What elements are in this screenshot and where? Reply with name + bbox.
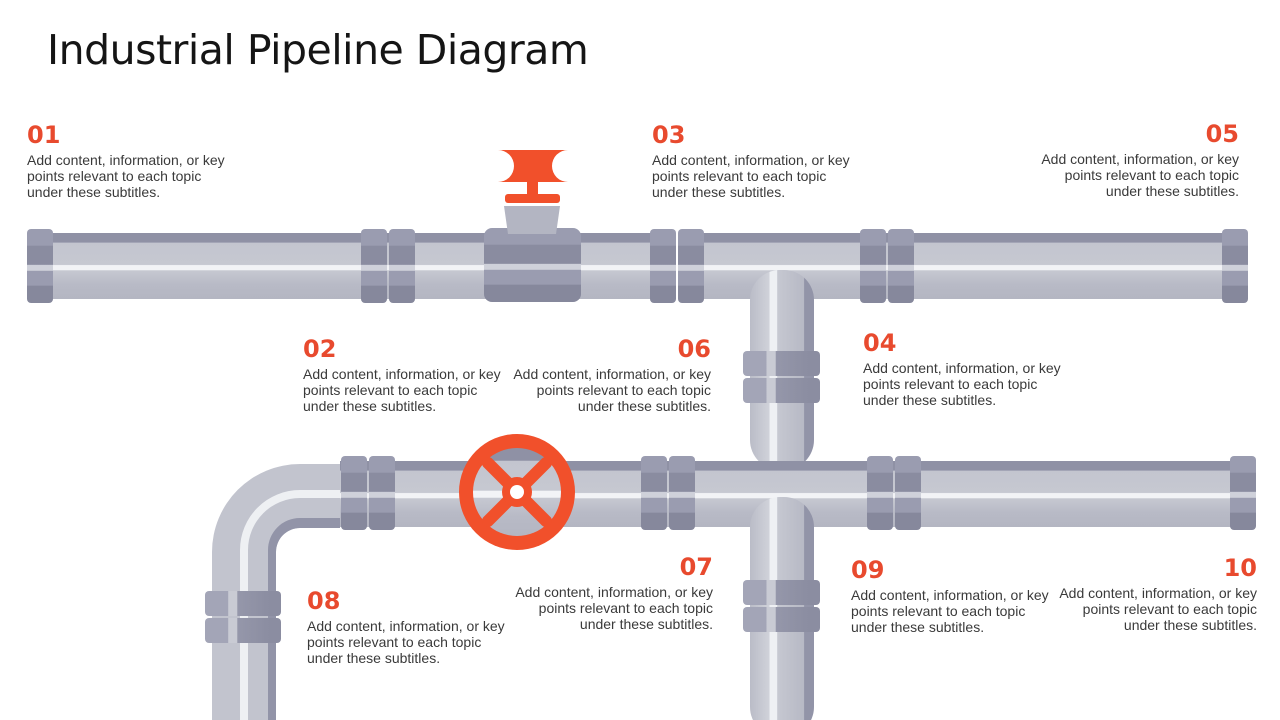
topic-09: 09 Add content, information, or key poin… <box>851 556 1051 635</box>
page-title: Industrial Pipeline Diagram <box>47 26 589 74</box>
topic-description: Add content, information, or key points … <box>515 584 713 632</box>
pipe-coupler <box>641 456 667 530</box>
pipe-coupler <box>361 229 387 303</box>
topic-number: 04 <box>863 329 897 357</box>
topic-number: 08 <box>307 587 341 615</box>
topic-number: 10 <box>1223 554 1257 582</box>
pipe-coupler <box>389 229 415 303</box>
pipe-end-cap <box>1222 229 1248 303</box>
elbow-shade <box>268 518 340 720</box>
topic-description: Add content, information, or key points … <box>513 366 711 414</box>
pipe-coupler <box>205 591 281 616</box>
topic-description: Add content, information, or key points … <box>652 152 850 200</box>
pipe-end-cap <box>27 229 53 303</box>
topic-description: Add content, information, or key points … <box>303 366 501 414</box>
pipe-coupler <box>205 618 281 643</box>
topic-number: 06 <box>677 335 711 363</box>
pipe-coupler <box>743 580 820 605</box>
topic-05: 05 Add content, information, or key poin… <box>1039 120 1239 199</box>
pipe-coupler <box>867 456 893 530</box>
pipe-coupler <box>743 378 820 403</box>
pipe-coupler <box>341 456 367 530</box>
topic-10: 10 Add content, information, or key poin… <box>1057 554 1257 633</box>
pipe-coupler <box>650 229 676 303</box>
topic-description: Add content, information, or key points … <box>1041 151 1239 199</box>
gate-valve <box>484 150 581 302</box>
topic-number: 07 <box>679 553 713 581</box>
pipe-coupler <box>743 607 820 632</box>
topic-number: 03 <box>652 121 686 149</box>
topic-01: 01 Add content, information, or key poin… <box>27 121 227 200</box>
pipe-end-cap <box>1230 456 1256 530</box>
topic-number: 01 <box>27 121 61 149</box>
pipe-coupler <box>678 229 704 303</box>
topic-06: 06 Add content, information, or key poin… <box>511 335 711 414</box>
topic-03: 03 Add content, information, or key poin… <box>652 121 852 200</box>
topic-08: 08 Add content, information, or key poin… <box>307 587 507 666</box>
pipe-coupler <box>860 229 886 303</box>
topic-number: 05 <box>1205 120 1239 148</box>
topic-description: Add content, information, or key points … <box>307 618 505 666</box>
topic-02: 02 Add content, information, or key poin… <box>303 335 503 414</box>
pipe-coupler <box>895 456 921 530</box>
pipe-coupler <box>369 456 395 530</box>
topic-description: Add content, information, or key points … <box>27 152 225 200</box>
topic-07: 07 Add content, information, or key poin… <box>513 553 713 632</box>
pipe-coupler <box>888 229 914 303</box>
topic-description: Add content, information, or key points … <box>863 360 1061 408</box>
topic-description: Add content, information, or key points … <box>851 587 1049 635</box>
topic-number: 09 <box>851 556 885 584</box>
topic-description: Add content, information, or key points … <box>1059 585 1257 633</box>
topic-number: 02 <box>303 335 337 363</box>
pipe-coupler <box>743 351 820 376</box>
wheel-valve <box>459 434 575 550</box>
topic-04: 04 Add content, information, or key poin… <box>863 329 1063 408</box>
pipe-coupler <box>669 456 695 530</box>
